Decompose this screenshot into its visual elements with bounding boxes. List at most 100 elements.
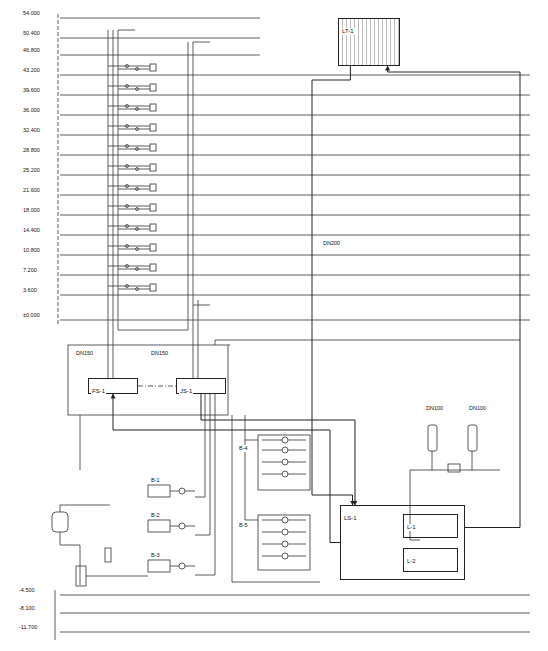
level-line [60,320,530,321]
riser-pipes [108,30,210,378]
pipe-tag: DN150 [75,350,94,357]
pipe-tag: DN100 [425,405,444,412]
balance-pipe [138,386,176,387]
elevation-label: 21.600 [22,187,41,194]
elevation-label: 50.400 [22,30,41,37]
floor-branch [108,224,156,231]
floor-branch [108,164,156,171]
manifold-box: FS-1 [88,378,138,394]
pipe [228,345,230,346]
pipe-tag: B-5 [238,522,249,529]
level-line [60,295,530,296]
header-pipes [80,394,320,582]
pump-group [258,435,310,570]
floor-branch [108,284,156,291]
pipe-connector [312,66,353,505]
level-line [60,18,260,19]
node-label: JS-1 [179,388,193,395]
level-line [60,195,530,196]
floor-branch [108,264,156,271]
elevation-label: 28.800 [22,147,41,154]
elevation-axis [55,590,56,640]
node-label: L-2 [406,558,417,565]
floor-branch [108,124,156,131]
pipe-tag: B-2 [150,512,161,519]
level-line [60,595,530,632]
floor-branch [108,84,156,91]
pump-symbol [262,553,306,559]
floor-branch [108,64,156,71]
pump-symbol [179,523,185,529]
elevation-label: -8.100 [18,605,36,612]
elevation-label: 32.400 [22,127,41,134]
elevation-label: ±0.000 [22,312,41,319]
level-line [60,235,530,236]
floor-branch [108,204,156,211]
floor-branch [108,244,156,251]
pump-symbol [262,471,306,477]
level-line [60,95,530,96]
level-line [60,38,260,39]
expansion-tank [52,505,148,586]
level-line [60,75,530,76]
pipe-tag: B-3 [150,552,161,559]
level-line [60,255,530,256]
elevation-label: 54.000 [22,10,41,17]
pump-symbol [262,541,306,547]
elevation-label: 25.200 [22,167,41,174]
pipe-tag: B-1 [150,477,161,484]
node-label: L-1 [406,524,417,531]
level-line [60,175,530,176]
level-line [60,275,530,276]
pump-symbol [262,529,306,535]
elevation-label: 36.000 [22,107,41,114]
elevation-label: 7.200 [22,267,38,274]
pump-symbol [179,563,185,569]
pipe-connector [388,66,520,528]
manifold-box: JS-1 [176,378,226,394]
elevation-label: -4.500 [18,587,36,594]
pump-symbol [179,488,185,494]
elevation-label: 43.200 [22,67,41,74]
level-line [60,115,530,116]
pump-symbol [262,459,306,465]
pipe-tag: DN150 [150,350,169,357]
floor-branch [108,144,156,151]
node-label: LS-1 [343,515,358,522]
chiller-room-box: LS-1L-1L-2 [340,505,465,580]
node-label: FS-1 [91,388,106,395]
pipe-connector [201,394,355,505]
floor-branch [108,184,156,191]
chiller-box: L-1 [403,514,458,538]
elevation-label: 10.800 [22,247,41,254]
pipe-tag: B-4 [238,445,249,452]
level-line [60,135,530,136]
elevation-label: -11.700 [18,624,38,631]
pipe-loop [68,345,228,415]
elevation-label: 39.600 [22,87,41,94]
pump-symbol [262,447,306,453]
elevation-label: 46.800 [22,47,41,54]
pipe-connector [113,394,340,543]
elevation-label: 18.000 [22,207,41,214]
elevation-axis [58,14,59,325]
chiller-box: L-2 [403,548,458,572]
level-line [60,215,530,216]
cooling-tower: LT-1 [338,18,400,66]
pipe-tag: DN200 [322,240,341,247]
level-line [60,155,530,156]
water-treatment [410,425,500,540]
level-line [60,55,260,56]
pump-symbol [262,517,306,523]
pipe-tag: DN100 [468,405,487,412]
floor-branch [108,104,156,111]
elevation-label: 3.600 [22,287,38,294]
node-label: LT-1 [341,28,355,35]
elevation-label: 14.400 [22,227,41,234]
pipe [215,340,520,345]
pump-group [148,485,195,572]
pump-symbol [262,437,306,443]
